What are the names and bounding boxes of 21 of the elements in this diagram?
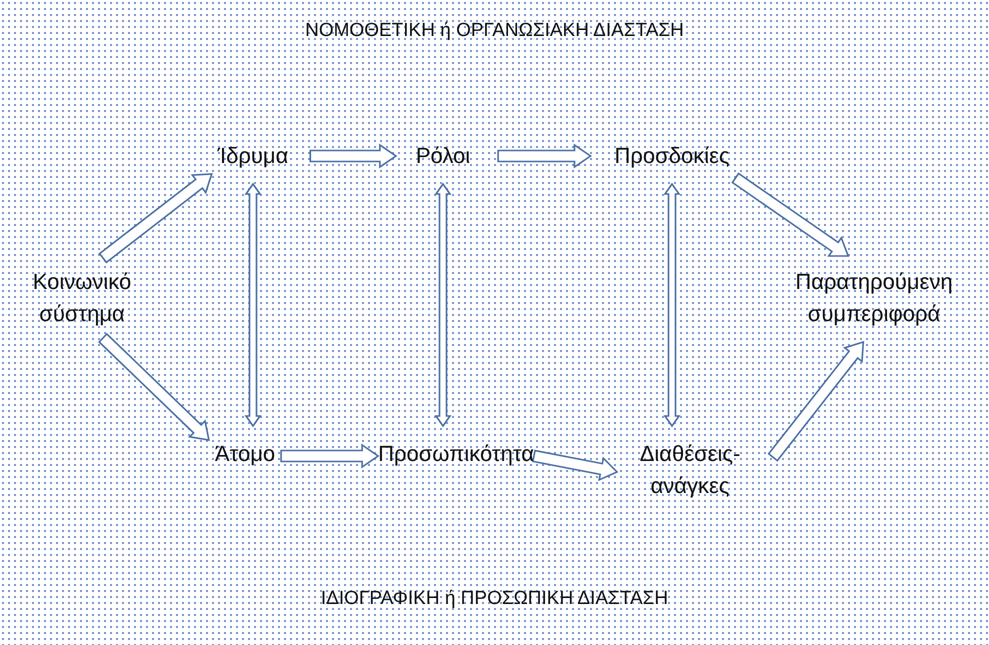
block-arrow [310, 143, 398, 169]
block-arrow [280, 443, 380, 469]
concept-label: Προσδοκίες [614, 140, 730, 172]
concept-label: Ρόλοι [416, 140, 470, 172]
block-arrow [434, 182, 452, 428]
dimension-heading: ΝΟΜΟΘΕΤΙΚΗ ή ΟΡΓΑΝΩΣΙΑΚΗ ΔΙΑΣΤΑΣΗ [305, 20, 684, 42]
block-arrow [731, 172, 850, 257]
concept-label: Άτομο [214, 438, 276, 470]
block-arrow [768, 340, 864, 462]
block-arrow [244, 182, 262, 428]
concept-label: Κοινωνικό σύστημα [12, 266, 152, 330]
dimension-heading: ΙΔΙΟΓΡΑΦΙΚΗ ή ΠΡΟΣΩΠΙΚΗ ΔΙΑΣΤΑΣΗ [320, 588, 668, 610]
concept-label: Ίδρυμα [218, 140, 288, 172]
concept-label: Παρατηρούμενη συμπεριφορά [766, 266, 982, 330]
concept-label: Προσωπικότητα [378, 438, 534, 470]
block-arrow [98, 332, 210, 441]
block-arrow [532, 450, 618, 482]
block-arrow [663, 182, 681, 428]
block-arrow [497, 143, 592, 169]
block-arrow [98, 173, 213, 264]
concept-label: Διαθέσεις- ανάγκες [615, 438, 765, 502]
